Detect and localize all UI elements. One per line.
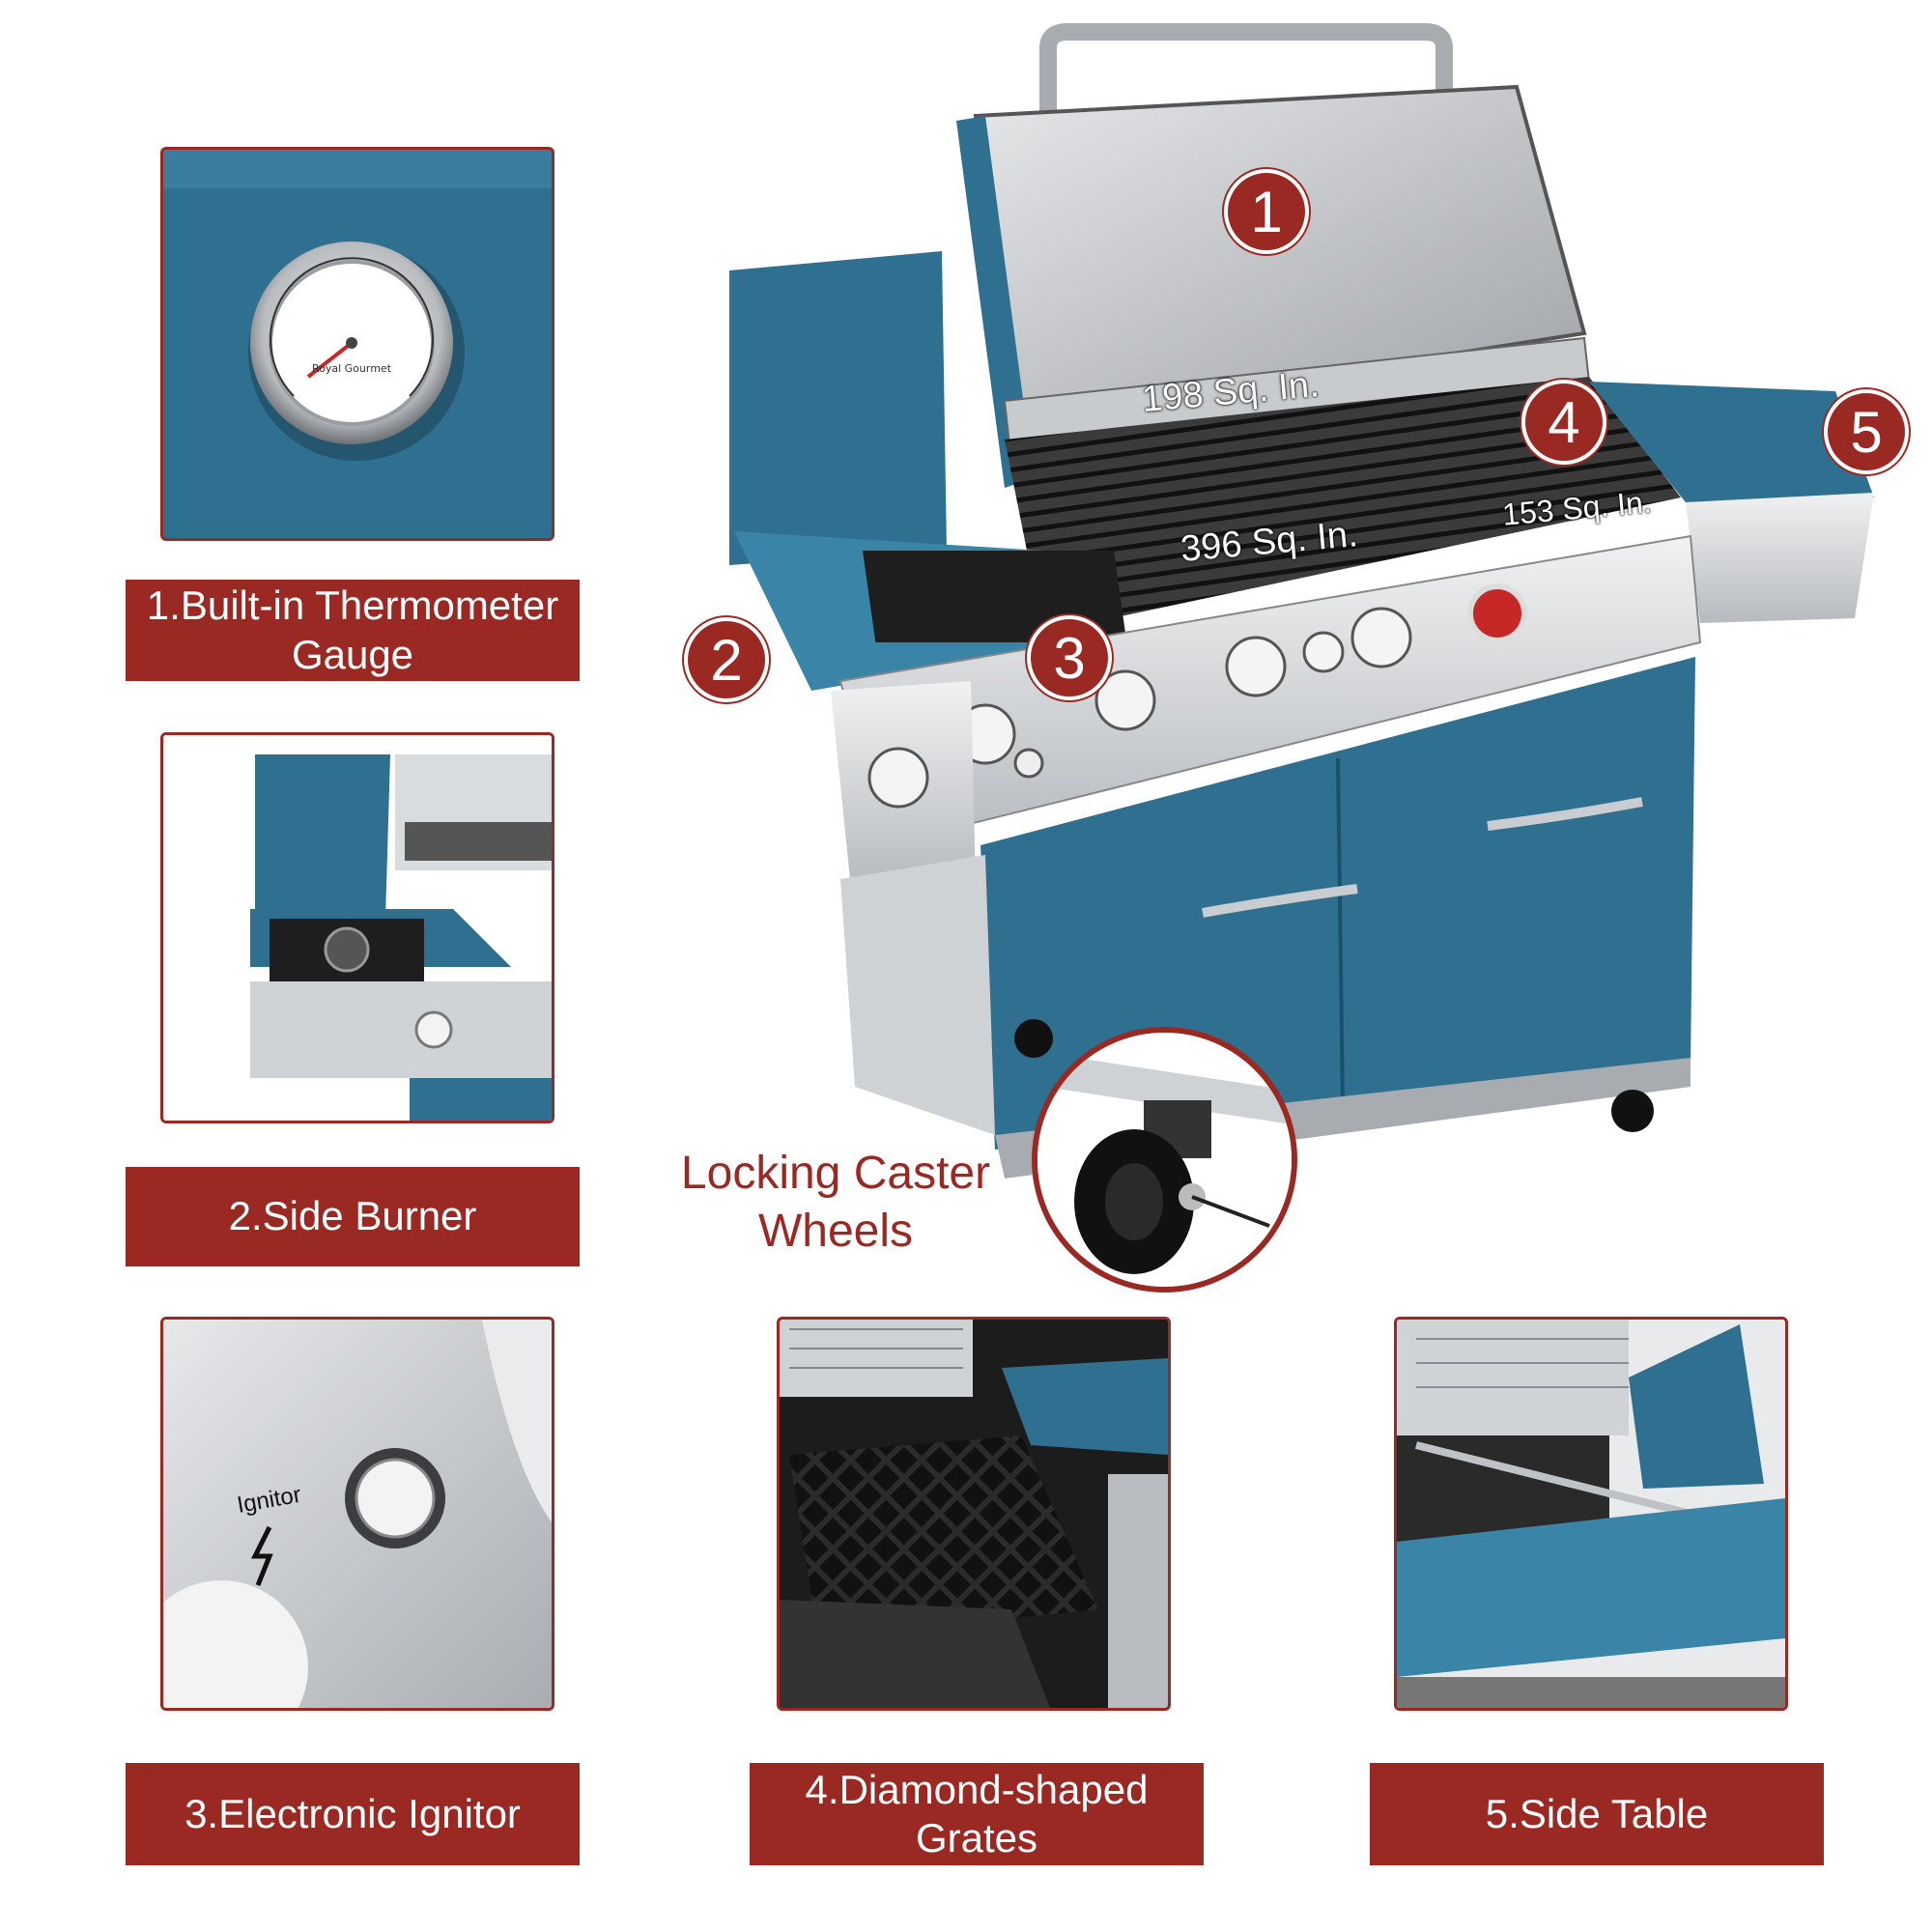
side-table-icon [1397, 1320, 1785, 1708]
caster-wheels-label: Locking Caster Wheels [680, 1148, 991, 1257]
caption-side-burner: 2.Side Burner [126, 1167, 580, 1266]
grill-illustration [715, 14, 1913, 1193]
thermometer-gauge-icon: Royal Gourmet [163, 150, 552, 538]
feature-badge-4: 4 [1521, 380, 1606, 465]
gauge-brand: Royal Gourmet [312, 362, 392, 375]
caption-grates: 4.Diamond-shaped Grates [750, 1763, 1204, 1865]
ignitor-button-icon: Ignitor [163, 1320, 552, 1708]
caption-side-table: 5.Side Table [1370, 1763, 1824, 1865]
side-table-photo [1394, 1317, 1788, 1711]
side-burner-icon [163, 735, 552, 1121]
diamond-grate-icon [780, 1320, 1168, 1708]
caption-ignitor: 3.Electronic Ignitor [126, 1763, 580, 1865]
side-burner-photo [160, 732, 554, 1123]
caster-wheel-icon [1037, 1033, 1292, 1287]
grates-photo [777, 1317, 1171, 1711]
caster-wheel-callout [1032, 1027, 1297, 1293]
feature-badge-2: 2 [684, 617, 769, 702]
ignitor-photo: Ignitor [160, 1317, 554, 1711]
feature-badge-3: 3 [1027, 615, 1112, 700]
thermometer-photo: Royal Gourmet [160, 147, 554, 541]
feature-badge-1: 1 [1224, 169, 1309, 254]
gas-grill-icon [729, 23, 1874, 1179]
caption-thermometer: 1.Built-in Thermometer Gauge [126, 580, 580, 681]
feature-badge-5: 5 [1824, 389, 1909, 474]
